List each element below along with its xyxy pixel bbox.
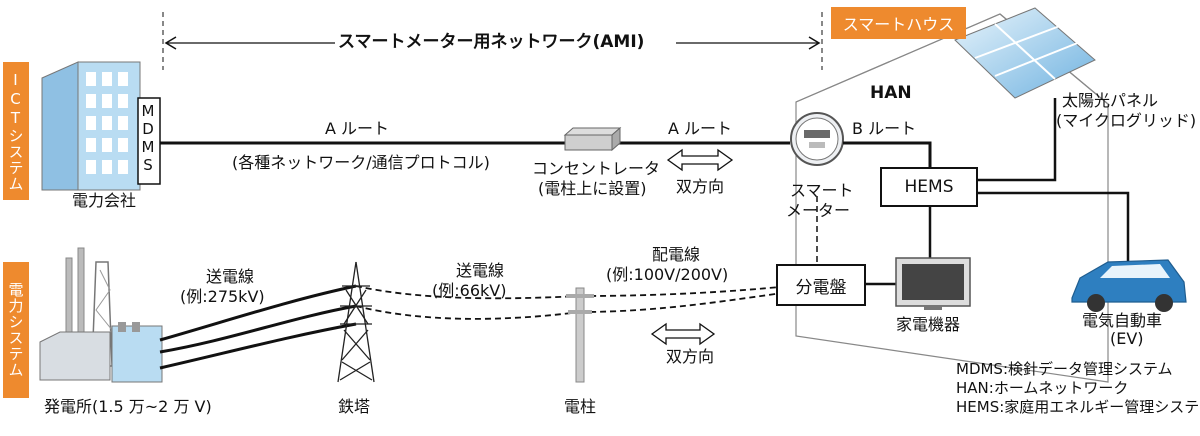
power-plant-label: 発電所(1.5 万~2 万 V): [44, 397, 212, 416]
route-a-left-label: A ルート: [325, 119, 390, 138]
glossary-mdms: MDMS:検針データ管理システム: [956, 360, 1173, 378]
tower-label: 鉄塔: [338, 397, 371, 416]
appliances-label: 家電機器: [896, 315, 961, 334]
pole-label: 電柱: [564, 397, 597, 416]
solar-panel-label: 太陽光パネル: [1062, 91, 1159, 110]
bidirectional-label-bottom: 双方向: [666, 347, 715, 366]
smart-meter-label-2: メーター: [786, 201, 851, 220]
transmission-label-2: 送電線: [456, 261, 505, 280]
bidirectional-label-top: 双方向: [676, 177, 725, 196]
glossary-hems: HEMS:家庭用エネルギー管理システム: [956, 398, 1200, 416]
bidirectional-arrow-top: [666, 148, 734, 172]
ev-car-icon: [1071, 259, 1187, 312]
hems-box: HEMS: [880, 167, 978, 207]
solar-panel-icon: [954, 7, 1096, 99]
utility-pole-icon: [566, 287, 594, 383]
route-a-right-label: A ルート: [668, 119, 733, 138]
bidirectional-arrow-bottom: [650, 322, 716, 346]
distribution-board-box: 分電盤: [776, 264, 866, 306]
glossary-han: HAN:ホームネットワーク: [956, 379, 1129, 397]
concentrator-location: (電柱上に設置): [538, 179, 647, 198]
microgrid-label: (マイクログリッド): [1056, 111, 1197, 130]
distribution-line-label: 配電線: [652, 245, 701, 264]
ev-label: 電気自動車: [1082, 311, 1163, 330]
power-plant-icon: [39, 247, 163, 383]
transmission-voltage-1: (例:275kV): [180, 287, 265, 306]
smart-meter-label-1: スマート: [790, 181, 854, 200]
han-label: HAN: [870, 83, 912, 103]
route-a-left-note: (各種ネットワーク/通信プロトコル): [232, 153, 490, 172]
transmission-tower-icon: [337, 261, 375, 383]
tv-appliance-icon: [895, 257, 971, 310]
power-system-tab: 電力システム: [3, 262, 29, 398]
mdms-label: MDMS: [139, 102, 157, 174]
hems-ev-line: [978, 191, 1130, 262]
concentrator-label: コンセントレータ: [532, 159, 661, 178]
ev-abbrev-label: (EV): [1110, 329, 1144, 348]
transmission-voltage-2: (例:66kV): [432, 281, 507, 300]
utility-name: 電力会社: [72, 191, 137, 210]
route-b-label: B ルート: [852, 119, 917, 138]
distribution-line-voltage: (例:100V/200V): [606, 265, 729, 284]
concentrator-icon: [563, 126, 622, 152]
transmission-lines: [159, 284, 791, 370]
smart-meter-icon: [790, 112, 844, 166]
hems-solar-line: [978, 98, 1057, 182]
ict-system-tab: ICTシステム: [3, 62, 29, 200]
transmission-label-1: 送電線: [206, 267, 255, 286]
utility-building-icon: [41, 61, 161, 191]
smart-house-label: スマートハウス: [831, 7, 966, 39]
route-b-line: [843, 141, 932, 167]
ami-label: スマートメーター用ネットワーク(AMI): [338, 32, 645, 52]
ami-span-arrow: [162, 12, 823, 70]
